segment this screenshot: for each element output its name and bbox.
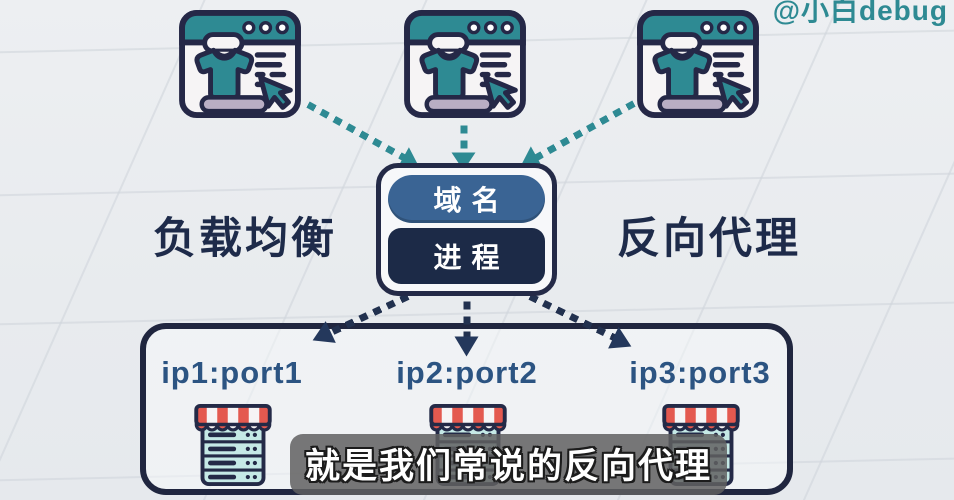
arrow-proxy-to-backend2 <box>463 301 471 340</box>
video-subtitle: 就是我们常说的反向代理 <box>290 434 728 495</box>
arrow-client1-to-proxy <box>306 101 406 161</box>
process-pill: 进程 <box>388 228 545 284</box>
browser-window-icon <box>636 9 760 119</box>
backend-label-3: ip3:port3 <box>629 355 771 390</box>
domain-pill: 域名 <box>388 175 545 223</box>
arrow-client3-to-proxy <box>534 100 636 161</box>
domain-label: 域名 <box>433 185 510 216</box>
backend-label-2: ip2:port2 <box>396 355 538 390</box>
browser-window-icon <box>178 9 302 119</box>
backend-label-1: ip1:port1 <box>161 355 303 390</box>
label-load-balancing: 负载均衡 <box>153 215 337 263</box>
arrow-client2-to-proxy <box>460 125 468 154</box>
shop-server-icon <box>190 401 276 489</box>
creator-watermark: @小白debug <box>772 0 948 26</box>
proxy-node: 域名 进程 <box>376 163 557 296</box>
label-reverse-proxy: 反向代理 <box>617 215 801 263</box>
process-label: 进程 <box>433 242 510 273</box>
browser-window-icon <box>403 9 527 119</box>
